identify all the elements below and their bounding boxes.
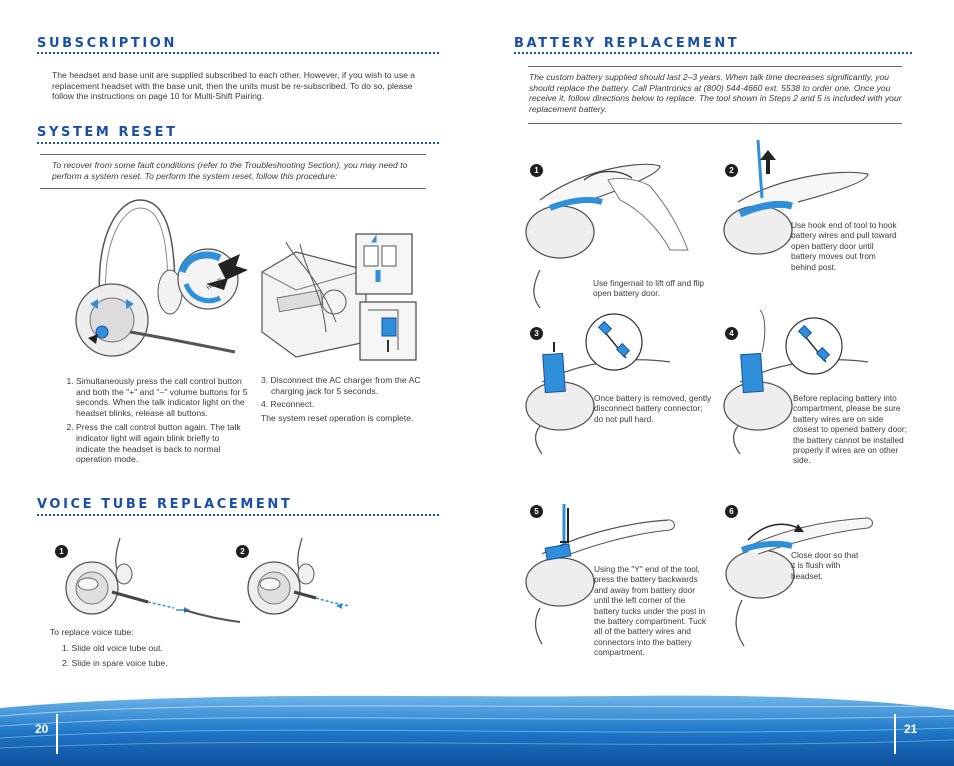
battery-intro: The custom battery supplied should last … [529, 72, 902, 114]
system-reset-intro: To recover from some fault conditions (r… [52, 160, 408, 181]
system-reset-heading: System Reset [37, 125, 178, 140]
voice-tube-step-2-badge: 2 [236, 545, 249, 558]
system-reset-steps-left: Simultaneously press the call control bu… [52, 376, 248, 469]
subscription-heading-rule [37, 52, 439, 54]
battery-step-2-badge: 2 [725, 164, 738, 177]
battery-intro-top-rule [528, 66, 902, 67]
battery-heading-rule [514, 52, 912, 54]
voice-tube-step-1: 1. Slide old voice tube out. [62, 642, 163, 653]
base-unit-illustration [261, 241, 367, 358]
battery-step-5-badge: 5 [530, 505, 543, 518]
footer-wave-band [0, 695, 954, 766]
volume-buttons-closeup: HOLD [177, 248, 248, 310]
headset-reset-illustration [75, 199, 236, 357]
battery-step-6-caption: Close door so that it is flush with head… [791, 550, 859, 581]
battery-step-3-caption: Once battery is removed, gently disconne… [594, 393, 712, 424]
battery-step-4-badge: 4 [725, 327, 738, 340]
battery-step-1-illustration [525, 163, 689, 309]
voice-tube-step-1-illustration [65, 537, 241, 623]
battery-step-2-caption: Use hook end of tool to hook battery wir… [791, 220, 897, 272]
subscription-body: The headset and base unit are supplied s… [52, 70, 416, 102]
battery-intro-bottom-rule [528, 123, 902, 124]
left-page-number: 20 [35, 722, 49, 736]
voice-tube-instructions: To replace voice tube: 1. Slide old voic… [50, 627, 250, 669]
voice-tube-heading-rule [37, 514, 439, 516]
battery-step-3-badge: 3 [530, 327, 543, 340]
system-reset-heading-rule [37, 142, 439, 144]
system-reset-step-3: 3. Disconnect the AC charger from the AC… [261, 375, 421, 396]
voice-tube-step-2-illustration [247, 537, 351, 615]
system-reset-intro-bottom-rule [40, 188, 426, 189]
system-reset-complete: The system reset operation is complete. [261, 412, 414, 423]
battery-step-6-badge: 6 [725, 505, 738, 518]
battery-step-1-badge: 1 [530, 164, 543, 177]
battery-step-5-illustration [525, 504, 675, 645]
system-reset-steps-right: 3. Disconnect the AC charger from the AC… [261, 375, 431, 426]
voice-tube-intro: To replace voice tube: [50, 627, 134, 637]
system-reset-step-1: Simultaneously press the call control bu… [76, 376, 248, 418]
charger-jack-closeup-top [355, 233, 413, 295]
system-reset-step-2: Press the call control button again. The… [76, 422, 248, 464]
battery-step-4-illustration [723, 309, 869, 455]
voice-tube-step-1-badge: 1 [55, 545, 68, 558]
battery-step-6-illustration [725, 517, 873, 647]
battery-step-1-caption: Use fingernail to lift off and flip open… [593, 278, 704, 299]
battery-step-4-caption: Before replacing battery into compartmen… [793, 393, 907, 466]
system-reset-intro-top-rule [40, 154, 426, 155]
battery-heading: Battery Replacement [514, 36, 740, 51]
system-reset-step-4: 4. Reconnect. [261, 399, 315, 410]
voice-tube-step-2: 2. Slide in spare voice tube. [62, 658, 168, 669]
right-page-number: 21 [904, 722, 918, 736]
subscription-heading: Subscription [37, 36, 177, 51]
charger-jack-closeup-bottom [359, 301, 417, 361]
voice-tube-heading: Voice Tube Replacement [37, 497, 293, 512]
battery-step-2-illustration [723, 139, 869, 255]
battery-step-3-illustration [525, 313, 671, 455]
battery-step-5-caption: Using the "Y" end of the tool, press the… [594, 564, 707, 658]
